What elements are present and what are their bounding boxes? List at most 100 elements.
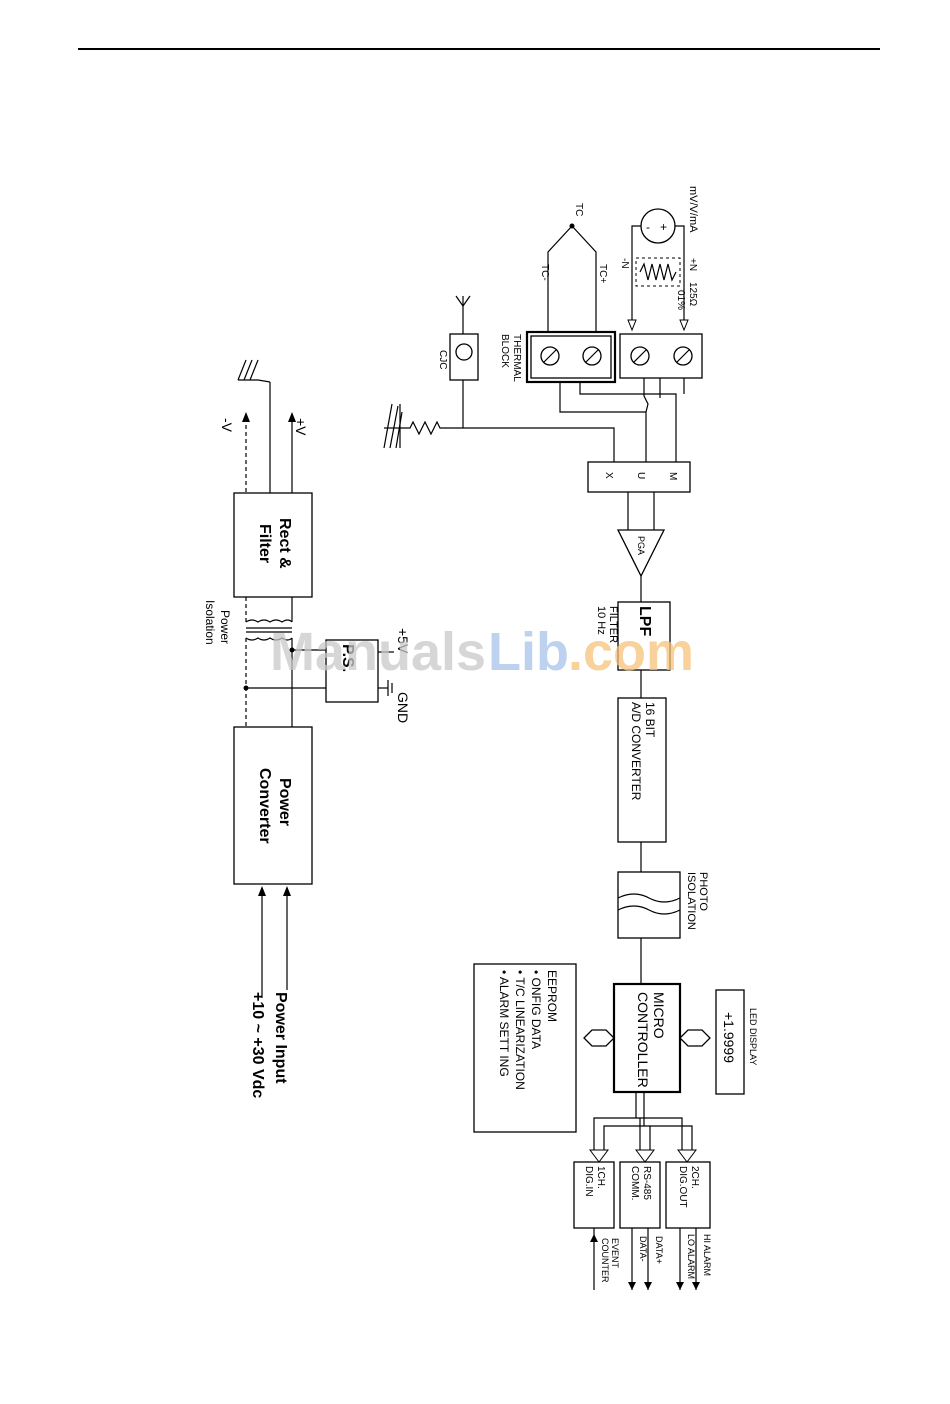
arrow-down-icon — [628, 1282, 636, 1290]
bus-arrow-icon — [679, 1029, 711, 1047]
comm-label-2: COMM. — [629, 1166, 640, 1200]
eeprom-item-config: • ONFIG DATA — [529, 970, 543, 1049]
plus-5v-label: +5V — [395, 628, 411, 654]
ground-icon — [387, 680, 393, 696]
antenna-icon — [455, 295, 471, 307]
adc-box — [617, 697, 667, 843]
tc-plus-label: TC+ — [597, 264, 608, 283]
rect-filter-box — [233, 492, 313, 598]
rs485-comm-box — [619, 1161, 661, 1229]
cjc-label: CJC — [437, 350, 448, 369]
arrow-up-icon — [288, 412, 296, 422]
plus-v-label: +V — [293, 418, 309, 436]
eeprom-box — [473, 963, 577, 1133]
thermocouple-icon — [547, 223, 597, 334]
thermal-block-label-1: THERMAL — [511, 334, 522, 382]
junction-dot — [243, 685, 249, 691]
led-display-label: LED DISPLAY — [748, 1008, 758, 1065]
lo-alarm-label: LO ALARM — [686, 1234, 696, 1279]
comm-label-1: RS-485 — [641, 1166, 652, 1200]
minus-n-label: -N — [619, 258, 630, 269]
arrow-up-icon — [242, 412, 250, 422]
arrow-down-icon — [692, 1282, 700, 1290]
mux-u-label: U — [635, 472, 646, 479]
power-converter-label-2: Converter — [256, 768, 273, 844]
arrow-down-icon — [627, 319, 637, 332]
ps-label: P.S. — [339, 644, 356, 672]
gnd-label: GND — [395, 692, 411, 723]
digital-output-box — [665, 1161, 711, 1229]
watermark: Manuals Lib .com — [270, 622, 694, 682]
mv-v-ma-label: mV/V/mA — [687, 186, 699, 233]
resistor-value-label: 125Ω — [687, 282, 698, 307]
photo-isolation-label-1: PHOTO — [697, 872, 709, 911]
chassis-ground-icon — [237, 359, 271, 493]
power-converter-label-1: Power — [276, 778, 293, 826]
signal-section: TC TC- TC+ - + mV/V/mA -N +N 125Ω 01% TH… — [383, 186, 758, 1290]
event-counter-label-1: EVENT — [610, 1238, 620, 1269]
hi-alarm-label: HI ALARM — [702, 1234, 712, 1276]
adc-label-2: A/D CONVERTER — [629, 702, 643, 801]
ps-box — [325, 639, 379, 703]
micro-label-1: MICRO — [651, 992, 667, 1039]
resistor-tolerance-label: 01% — [675, 290, 686, 310]
din-label-1: 1CH. — [595, 1166, 606, 1189]
tc-label: TC — [573, 203, 584, 216]
photo-isolation-label-2: ISOLATION — [685, 872, 697, 930]
lpf-box — [617, 601, 671, 671]
power-isolation-label-2: Isolation — [203, 600, 217, 645]
plus-n-label: +N — [687, 258, 698, 271]
source-plus-sign: + — [660, 220, 667, 234]
transformer-icon — [245, 597, 293, 727]
mux-m-label: M — [667, 472, 678, 480]
arrow-up-icon — [283, 886, 291, 896]
minus-v-label: -V — [219, 418, 235, 433]
filter-label-1: FILTER — [607, 606, 619, 643]
cjc-sensor-icon — [455, 343, 473, 361]
digital-input-box — [573, 1161, 615, 1229]
data-minus-label: DATA- — [638, 1236, 648, 1262]
arrow-up-icon — [590, 1234, 598, 1242]
data-plus-label: DATA+ — [654, 1236, 664, 1264]
source-minus-sign: - — [646, 220, 650, 234]
eeprom-item-alarm: • ALARM SETT ING — [497, 970, 511, 1077]
io-bus — [589, 1092, 697, 1163]
filter-label-2: 10 Hz — [595, 606, 607, 635]
eeprom-item-linearization: • T/C LINEARIZATION — [513, 970, 527, 1090]
photo-isolation-box — [617, 871, 681, 939]
watermark-part-2: Lib — [488, 622, 569, 682]
cjc-box — [449, 333, 479, 381]
rect-filter-label-1: Rect & — [276, 518, 293, 569]
arrow-down-icon — [676, 1282, 684, 1290]
led-display-box — [715, 989, 745, 1095]
bus-arrow-icon — [583, 1029, 615, 1047]
dout-label-1: 2CH. — [689, 1166, 700, 1189]
voltage-range-label: +10 ~ +30 Vdc — [249, 992, 266, 1098]
adc-label-1: 16 BIT — [643, 702, 657, 738]
arrow-up-icon — [258, 886, 266, 896]
arrow-down-icon — [644, 1282, 652, 1290]
microcontroller-box — [612, 982, 682, 1094]
eeprom-title: EEPROM — [545, 970, 559, 1022]
power-isolation-label-1: Power — [218, 610, 232, 644]
pga-label: PGA — [636, 536, 646, 555]
ground-icon — [383, 403, 403, 449]
lpf-label: LPF — [636, 606, 653, 636]
power-input-label: Power Input — [272, 992, 289, 1084]
thermal-block-label-2: BLOCK — [499, 334, 510, 368]
rect-filter-label-2: Filter — [256, 524, 273, 563]
watermark-part-3: .com — [568, 622, 694, 682]
pga-amplifier-icon — [616, 529, 666, 578]
mux-box — [587, 461, 691, 493]
tc-minus-label: TC- — [539, 264, 550, 281]
resistor-icon — [635, 257, 681, 287]
micro-label-2: CONTROLLER — [635, 992, 651, 1088]
dout-label-2: DIG.OUT — [677, 1166, 688, 1208]
power-section: -V +V Rect & Filter Power Isolation P.S.… — [203, 359, 411, 1098]
watermark-part-1: Manuals — [270, 622, 486, 682]
junction-dot — [289, 647, 295, 653]
din-label-2: DIG.IN — [583, 1166, 594, 1197]
power-converter-box — [233, 726, 313, 885]
